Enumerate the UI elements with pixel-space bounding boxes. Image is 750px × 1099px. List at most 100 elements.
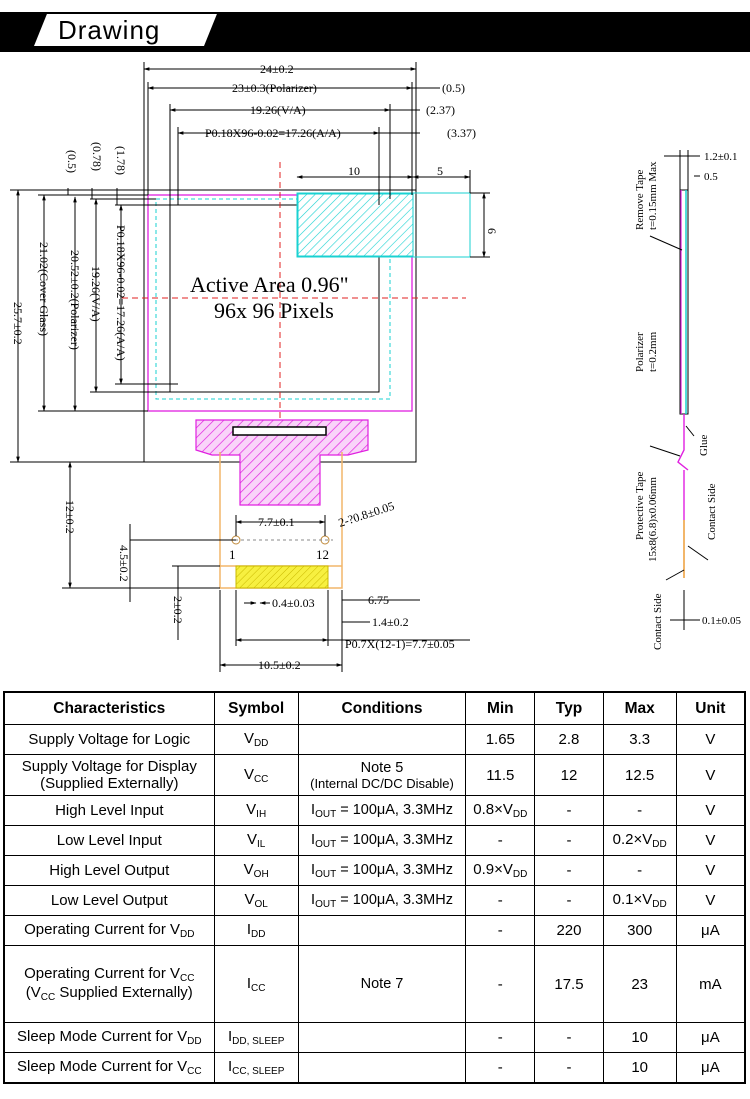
cell-typ: 2.8 (534, 724, 604, 755)
table-row: Operating Current for VDD IDD - 220 300 … (3, 915, 746, 946)
cell-unit: μA (675, 915, 746, 946)
cell-unit: V (675, 885, 746, 916)
side-dim-05: 0.5 (704, 171, 718, 183)
table-row: Supply Voltage for Logic VDD 1.65 2.8 3.… (3, 724, 746, 755)
cell-typ: - (534, 885, 604, 916)
dim-77: 7.7±0.1 (258, 515, 295, 529)
cell-typ: - (534, 825, 604, 856)
cell-max: 0.2×VDD (602, 825, 677, 856)
table-row: High Level Input VIH IOUT = 100μA, 3.3MH… (3, 795, 746, 826)
dim-r05: (0.5) (442, 81, 465, 95)
dim-v2102: 21.02(Cover Glass) (37, 242, 51, 336)
cell-unit: V (675, 825, 746, 856)
table-row: Sleep Mode Current for VDD IDD, SLEEP - … (3, 1022, 746, 1053)
cell-max: 10 (602, 1022, 677, 1053)
front-view (10, 62, 490, 672)
dim-v2052: 20.52±0.2(Polarizer) (68, 250, 82, 350)
dim-r237: (2.37) (426, 103, 455, 117)
tape-tab (296, 192, 471, 258)
table-row: Low Level Output VOL IOUT = 100μA, 3.3MH… (3, 885, 746, 916)
dim-v178: (1.78) (114, 146, 128, 175)
table-row: High Level Output VOH IOUT = 100μA, 3.3M… (3, 855, 746, 886)
dim-v1926: 19.26(V/A) (89, 266, 103, 322)
driver-ic (232, 426, 327, 436)
cell-unit: μA (675, 1052, 746, 1084)
cell-char: Operating Current for VDD (3, 915, 215, 946)
cell-char: Sleep Mode Current for VDD (3, 1022, 215, 1053)
table-row: Supply Voltage for Display(Supplied Exte… (3, 754, 746, 796)
table-row: Sleep Mode Current for VCC ICC, SLEEP - … (3, 1052, 746, 1084)
cell-unit: V (675, 754, 746, 796)
mechanical-drawing: 24±0.2 23±0.3(Polarizer) 19.26(V/A) P0.1… (10, 62, 742, 672)
col-unit: Unit (675, 691, 746, 725)
dim-polarizer-width: 23±0.3(Polarizer) (232, 81, 317, 95)
cell-cond: IOUT = 100μA, 3.3MHz (297, 825, 467, 856)
cell-typ: 220 (534, 915, 604, 946)
dim-width: 24±0.2 (260, 62, 294, 76)
side-remove-tape: Remove Tape (634, 169, 646, 230)
dim-aa-width: P0.18X96-0.02=17.26(A/A) (205, 126, 341, 140)
dim-5: 5 (437, 164, 443, 178)
section-title: Drawing (58, 15, 161, 45)
col-typ: Typ (534, 691, 604, 725)
dim-holes: 2-?0.8±0.05 (337, 499, 396, 530)
dim-r337: (3.37) (447, 126, 476, 140)
dim-pitch: P0.7X(12-1)=7.7±0.05 (345, 637, 455, 651)
cell-max: 10 (602, 1052, 677, 1084)
dim-v078: (0.78) (90, 142, 104, 171)
cell-char: Low Level Output (3, 885, 215, 916)
cell-min: - (465, 915, 536, 946)
side-polarizer-thickness: t=0.2mm (647, 331, 659, 372)
cell-min: - (465, 825, 536, 856)
active-area-pixels: 96x 96 Pixels (214, 298, 334, 323)
cell-unit: μA (675, 1022, 746, 1053)
cell-char: Low Level Input (3, 825, 215, 856)
cell-char: High Level Output (3, 855, 215, 886)
cell-min: 0.8×VDD (465, 795, 536, 826)
cell-cond (297, 1022, 467, 1053)
cell-typ: - (534, 1052, 604, 1084)
cell-char: Supply Voltage for Display(Supplied Exte… (3, 754, 215, 796)
cell-typ: - (534, 1022, 604, 1053)
cell-min: - (465, 885, 536, 916)
dim-2: 2±0.2 (171, 596, 185, 624)
cell-symbol: VOL (213, 885, 299, 916)
cell-cond: IOUT = 100μA, 3.3MHz (297, 855, 467, 886)
cell-cond (297, 1052, 467, 1084)
cell-unit: V (675, 795, 746, 826)
cell-symbol: VDD (213, 724, 299, 755)
dim-v05: (0.5) (65, 150, 79, 173)
pin-1-label: 1 (229, 547, 236, 562)
side-protective-tape-dim: 15x8(6.8)x0.06mm (647, 477, 659, 562)
side-view (649, 150, 709, 630)
dim-va-width: 19.26(V/A) (250, 103, 306, 117)
cell-symbol: VIL (213, 825, 299, 856)
side-dim-01: 0.1±0.05 (702, 615, 742, 627)
dim-14: 1.4±0.2 (372, 615, 409, 629)
cell-max: 3.3 (602, 724, 677, 755)
col-conditions: Conditions (297, 691, 467, 725)
active-area-outline (169, 204, 380, 393)
table-row: Low Level Input VIL IOUT = 100μA, 3.3MHz… (3, 825, 746, 856)
cell-symbol: ICC, SLEEP (213, 1052, 299, 1084)
side-glue: Glue (698, 435, 710, 457)
cell-char: Sleep Mode Current for VCC (3, 1052, 215, 1084)
tape-tab-hatch (297, 193, 414, 257)
cell-symbol: VIH (213, 795, 299, 826)
dim-675: 6.75 (368, 593, 389, 607)
cell-char: Operating Current for VCC(VCC Supplied E… (3, 945, 215, 1023)
cell-symbol: VOH (213, 855, 299, 886)
cell-char: High Level Input (3, 795, 215, 826)
cell-symbol: IDD, SLEEP (213, 1022, 299, 1053)
col-characteristics: Characteristics (3, 691, 215, 725)
characteristics-table: Characteristics Symbol Conditions Min Ty… (3, 691, 746, 1084)
side-view-labels: 1.2±0.1 0.5 Remove Tape t=0.15mm Max Pol… (634, 151, 742, 650)
cell-cond: IOUT = 100μA, 3.3MHz (297, 795, 467, 826)
cell-min: 1.65 (465, 724, 536, 755)
cell-max: - (602, 795, 677, 826)
cell-char: Supply Voltage for Logic (3, 724, 215, 755)
cell-cond: Note 7 (297, 945, 467, 1023)
cell-min: - (465, 1022, 536, 1053)
cell-min: - (465, 945, 536, 1023)
side-remove-tape-thickness: t=0.15mm Max (647, 161, 659, 230)
